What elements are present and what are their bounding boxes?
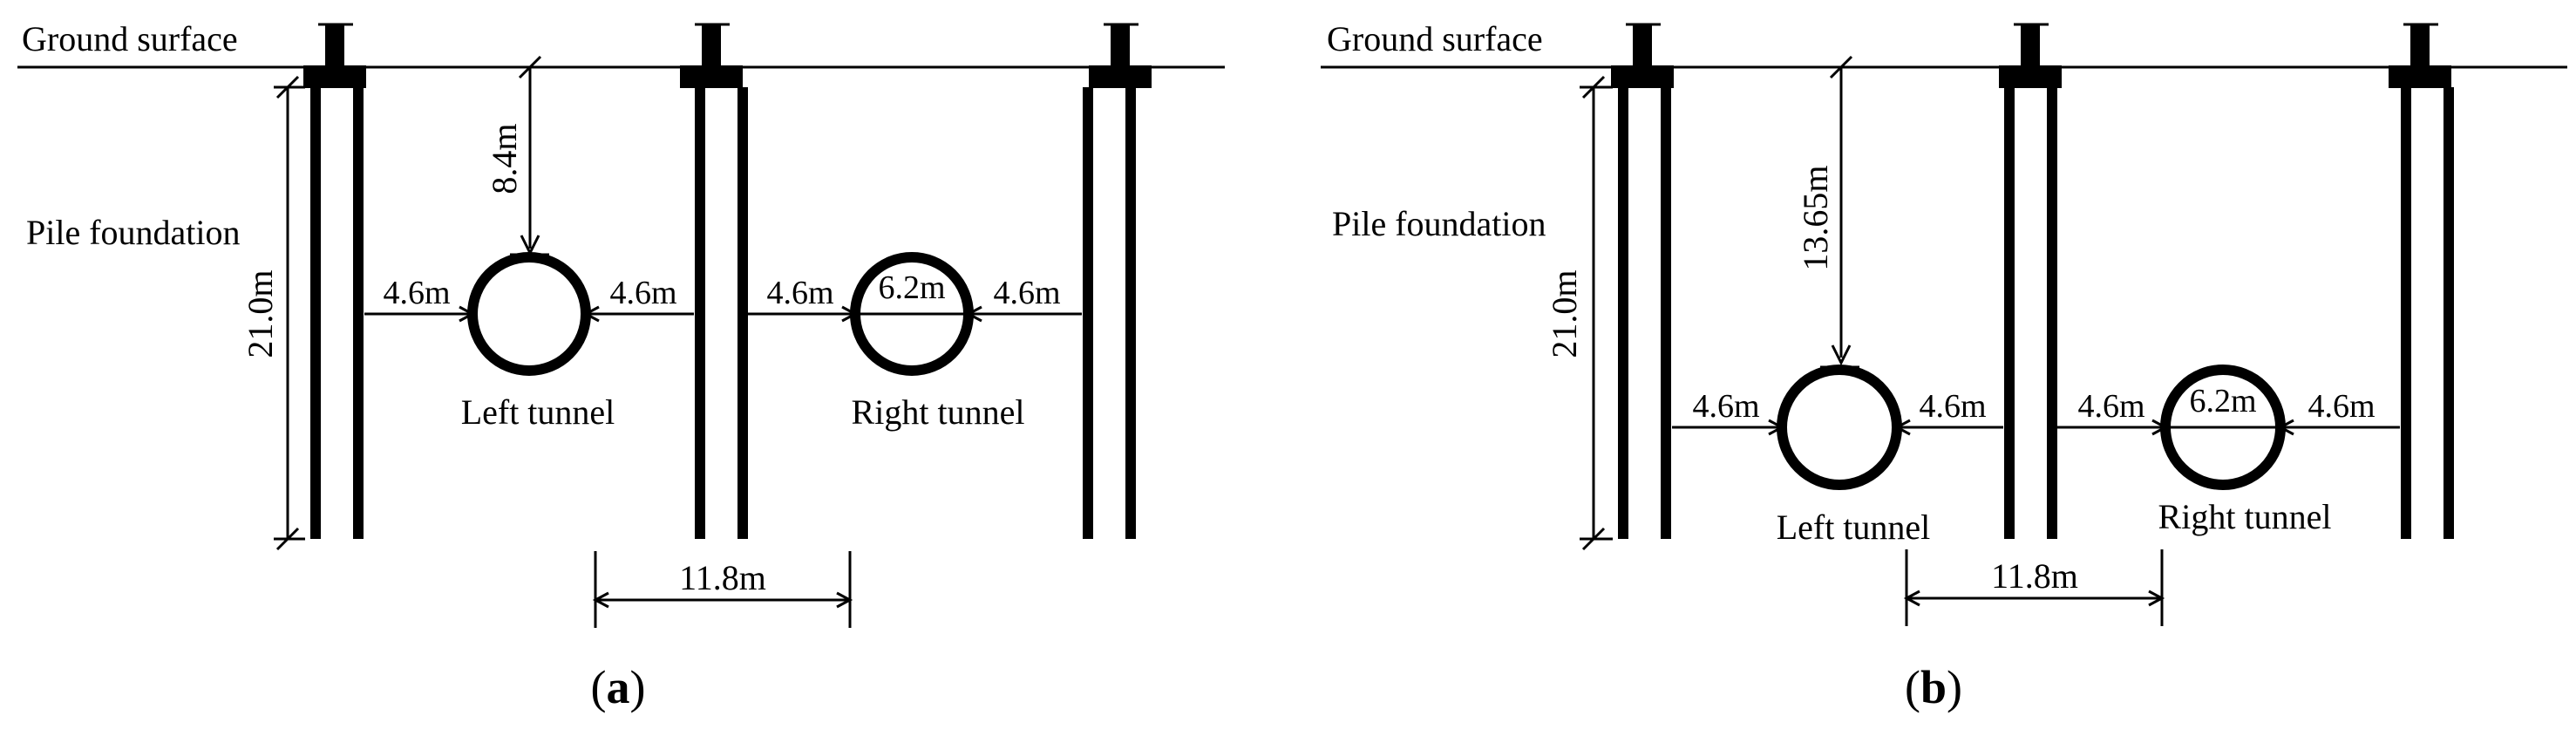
panel-a: Ground surface xyxy=(17,19,1225,713)
pile-length-label: 21.0m xyxy=(241,269,280,358)
panel-a-caption: (a) xyxy=(591,661,646,713)
cover-depth-label: 13.65m xyxy=(1796,165,1835,270)
pile-1 xyxy=(1611,23,1674,539)
tunnel-spacing-dimension xyxy=(1903,549,2165,626)
pile-length-dimension xyxy=(274,75,305,551)
right-tunnel-label: Right tunnel xyxy=(2158,497,2332,536)
cover-depth-dimension xyxy=(1829,55,1853,366)
tunnel-spacing-label: 11.8m xyxy=(1991,556,2078,596)
tunnel-spacing-label: 11.8m xyxy=(679,558,766,597)
offset-label-2: 4.6m xyxy=(1919,388,1986,425)
offset-label-3: 4.6m xyxy=(2077,388,2144,425)
offset-label-2: 4.6m xyxy=(609,275,676,311)
diameter-label: 6.2m xyxy=(878,269,945,306)
panel-b: Ground surface xyxy=(1321,19,2567,713)
offset-label-1: 4.6m xyxy=(1692,388,1759,425)
ground-surface-label: Ground surface xyxy=(1327,19,1543,58)
panel-b-caption: (b) xyxy=(1905,661,1962,713)
offset-dimensions xyxy=(1672,419,2400,436)
offset-label-3: 4.6m xyxy=(766,275,833,311)
offset-label-1: 4.6m xyxy=(383,275,450,311)
pile-1 xyxy=(303,23,366,539)
left-tunnel-label: Left tunnel xyxy=(461,392,615,432)
pile-foundation-label: Pile foundation xyxy=(26,213,241,252)
pile-length-dimension xyxy=(1580,75,1613,551)
offset-dimensions xyxy=(364,305,1082,323)
pile-foundation-label: Pile foundation xyxy=(1332,204,1546,243)
left-tunnel xyxy=(1777,365,1902,490)
pile-length-label: 21.0m xyxy=(1545,269,1584,358)
left-tunnel-label: Left tunnel xyxy=(1777,508,1931,547)
ground-surface-label: Ground surface xyxy=(22,19,238,58)
cover-depth-dimension xyxy=(518,55,558,256)
pile-2 xyxy=(1999,23,2062,539)
offset-label-4: 4.6m xyxy=(993,275,1060,311)
pile-2 xyxy=(680,23,748,539)
right-tunnel-label: Right tunnel xyxy=(852,392,1025,432)
cover-depth-label: 8.4m xyxy=(485,123,524,194)
pile-3 xyxy=(1083,23,1152,539)
tunnel-spacing-dimension xyxy=(592,551,853,628)
left-tunnel xyxy=(467,252,591,376)
offset-label-4: 4.6m xyxy=(2308,388,2375,425)
pile-3 xyxy=(2389,23,2454,539)
diameter-label: 6.2m xyxy=(2189,383,2256,419)
